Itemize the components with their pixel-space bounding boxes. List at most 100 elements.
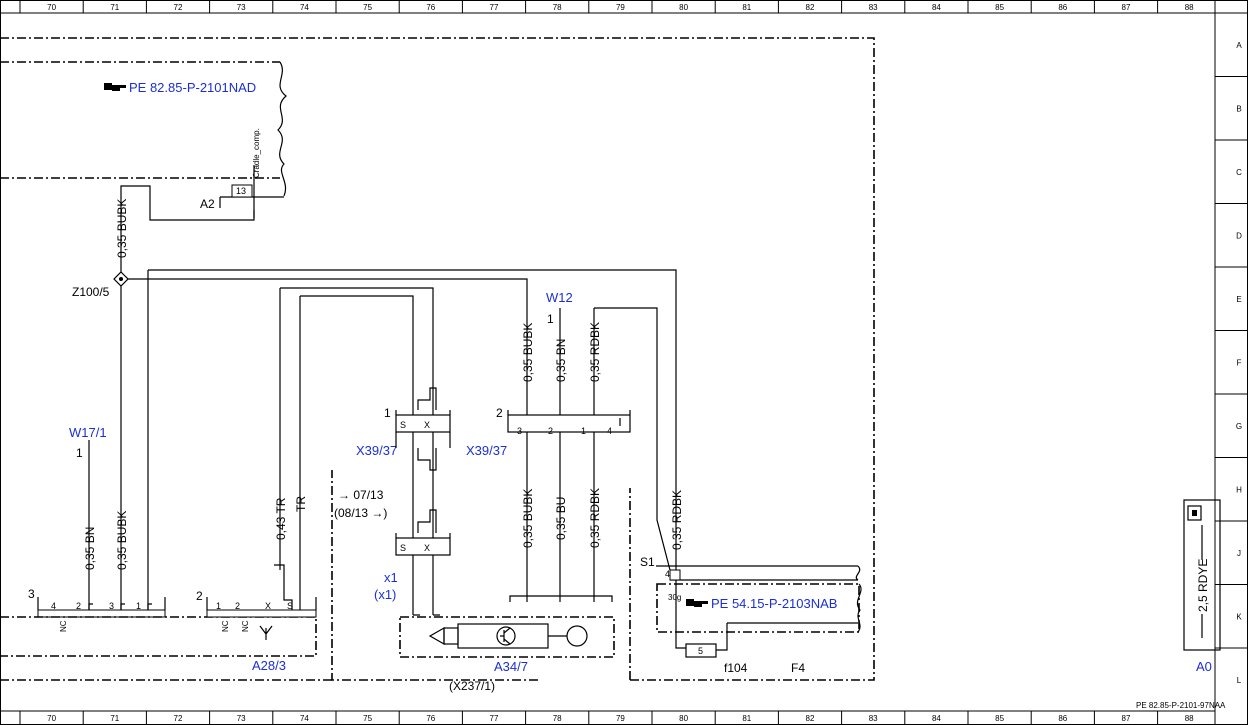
x39r-pin-d: 4: [607, 426, 612, 436]
ruler-col-label: 86: [1058, 714, 1067, 723]
ruler-col-label: 75: [363, 714, 372, 723]
ruler-col-label: 87: [1122, 3, 1131, 12]
w17-label[interactable]: W17/1: [69, 425, 107, 440]
hand-pointer-icon: [104, 83, 126, 91]
c2-pin-a: 1: [216, 601, 221, 611]
fuse-value: 5: [698, 646, 703, 656]
wire-bu-low: 0,35 BU: [554, 497, 568, 540]
z100-junction: [113, 271, 129, 287]
ruler-col-label: 73: [237, 714, 246, 723]
wire-bn-left: 0,35 BN: [83, 527, 97, 570]
ruler-col-label: 78: [553, 3, 562, 12]
mid-reference-link[interactable]: PE 54.15-P-2103NAB: [711, 596, 837, 611]
ruler-row-label: K: [1236, 612, 1242, 621]
transistor-icon: [457, 623, 549, 649]
ruler-col-label: 81: [742, 714, 751, 723]
f4-label: F4: [791, 661, 805, 675]
x39-left-lower-bracket: [395, 432, 451, 471]
w17-pin: 1: [76, 446, 83, 460]
ruler-col-label: 79: [616, 714, 625, 723]
ruler-col-label: 88: [1185, 3, 1194, 12]
x39-right-label[interactable]: X39/37: [466, 443, 507, 458]
wire-bubk-w12: 0,35 BUBK: [521, 323, 535, 382]
ruler-row-label: L: [1237, 676, 1242, 685]
ruler-col-label: 75: [363, 3, 372, 12]
ruler-col-label: 72: [174, 3, 183, 12]
s1-pin: 4: [665, 569, 670, 579]
ruler-col-label: 70: [47, 714, 56, 723]
x39-left-label[interactable]: X39/37: [356, 443, 397, 458]
c2-pin-s: S: [287, 601, 293, 611]
wire-rdbk-low: 0,35 RDBK: [588, 488, 602, 548]
wire-bubk-top: 0,35 BUBK: [115, 199, 129, 258]
s1-module: [656, 565, 862, 633]
connector-2: [206, 597, 317, 618]
x1-x: X: [424, 543, 430, 553]
a34-label[interactable]: A34/7: [494, 659, 528, 674]
mid-ref-prefix: 30g: [668, 593, 681, 602]
c3-pin-b: 2: [76, 601, 81, 611]
a2-signal-label: Cradle_comp.: [252, 128, 261, 178]
ruler-row-label: J: [1237, 549, 1241, 558]
c3-nc: NC: [59, 620, 68, 632]
ruler-col-label: 80: [679, 3, 688, 12]
x1-s: S: [400, 543, 406, 553]
a2-module: [0, 61, 287, 218]
x39-right-num: 2: [496, 406, 503, 420]
c3-pin-c: 3: [109, 601, 114, 611]
cross-ref-0813[interactable]: (08/13 →): [334, 506, 387, 520]
ruler-col-label: 78: [553, 714, 562, 723]
a28-module: [0, 616, 317, 657]
wire-bn-w12: 0,35 BN: [554, 339, 568, 382]
f104-label: f104: [724, 661, 748, 675]
info-icon: [1187, 505, 1202, 521]
a0-label[interactable]: A0: [1196, 659, 1212, 674]
x39-left-connector: [395, 387, 451, 433]
c2-pin-b: 2: [235, 601, 240, 611]
top-reference-link[interactable]: PE 82.85-P-2101NAD: [129, 80, 256, 95]
x1-paren-label[interactable]: (x1): [374, 587, 396, 602]
x39r-pin-c: 1: [581, 426, 586, 436]
ruler-col-label: 85: [995, 714, 1004, 723]
x237-label: (X237/1): [449, 679, 495, 693]
x39-left-s: S: [400, 420, 406, 430]
wiring: [88, 185, 728, 651]
ruler-row-label: D: [1236, 231, 1242, 240]
ruler-col-label: 74: [300, 3, 309, 12]
cross-ref-0713[interactable]: → 07/13: [338, 488, 384, 502]
c2-nc-2: NC: [241, 620, 250, 632]
outer-boundary: [0, 37, 875, 681]
fuse-f104: [685, 643, 717, 658]
c3-pin-d: 1: [136, 601, 141, 611]
z100-label: Z100/5: [72, 285, 110, 299]
ruler-col-label: 72: [174, 714, 183, 723]
c2-nc-1: NC: [221, 620, 230, 632]
x1-connector: [395, 509, 451, 556]
wire-tr-043: 0,43 TR: [274, 497, 288, 540]
wire-bubk-low: 0,35 BUBK: [521, 489, 535, 548]
ruler-row-label: H: [1236, 485, 1242, 494]
x39-right-connector: [507, 410, 631, 433]
ruler-col-label: 71: [110, 714, 119, 723]
c2-num: 2: [196, 589, 203, 603]
ruler-col-label: 83: [869, 3, 878, 12]
ruler-col-label: 84: [932, 714, 941, 723]
ruler-col-label: 77: [490, 714, 499, 723]
a28-label[interactable]: A28/3: [252, 658, 286, 673]
x1-label[interactable]: x1: [384, 570, 398, 585]
ruler-col-label: 74: [300, 714, 309, 723]
wire-tr: TR: [294, 496, 308, 512]
ruler-col-label: 85: [995, 3, 1004, 12]
x39r-pin-b: 2: [548, 426, 553, 436]
speaker-icon: [428, 626, 459, 646]
a0-box: [1183, 499, 1221, 651]
ruler-col-label: 79: [616, 3, 625, 12]
w12-label[interactable]: W12: [546, 290, 573, 305]
ruler-col-label: 86: [1058, 3, 1067, 12]
ruler-col-label: 84: [932, 3, 941, 12]
wire-bubk-left: 0,35 BUBK: [115, 511, 129, 570]
x39-left-x: X: [424, 420, 430, 430]
document-id: PE 82.85-P-2101-97NAA: [1136, 701, 1226, 710]
